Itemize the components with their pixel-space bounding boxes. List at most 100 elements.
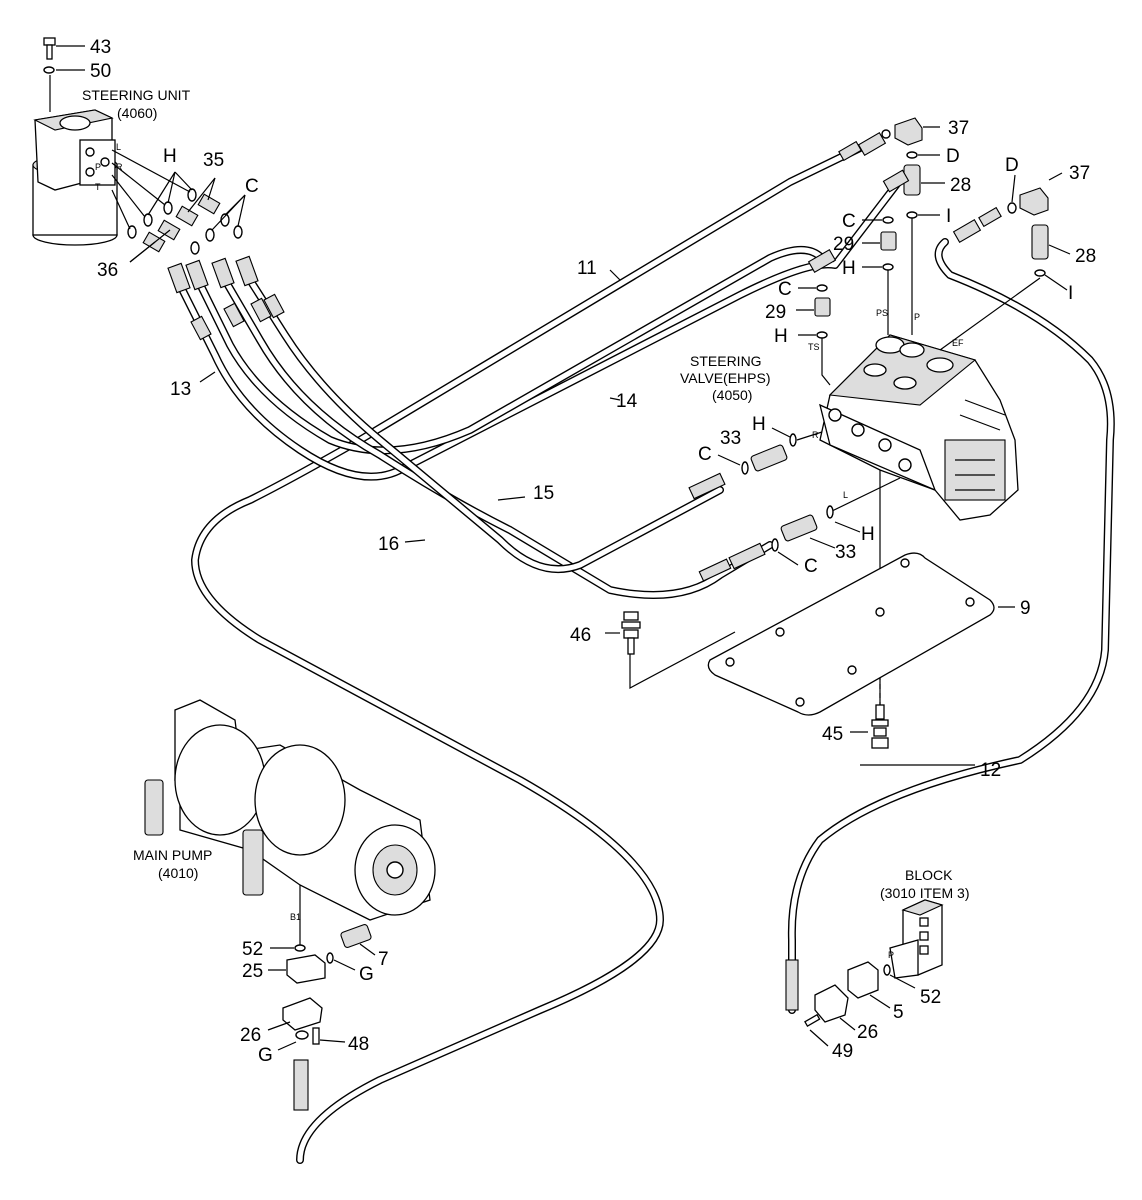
bolt-48 — [312, 1027, 346, 1045]
callout-11: 11 — [577, 258, 597, 279]
hose-end-12-block — [785, 959, 799, 1011]
steering-valve-port-l: L — [843, 490, 848, 500]
washer-50 — [43, 66, 55, 74]
oring-52-a — [294, 944, 306, 952]
oring-h-c — [789, 433, 797, 447]
callout-g-b: G — [258, 1045, 273, 1066]
oring-c-c — [741, 461, 749, 475]
block-code: (3010 ITEM 3) — [880, 885, 969, 901]
elbow-37-a — [881, 117, 940, 146]
callout-43: 43 — [90, 37, 111, 58]
callout-c-steering: C — [245, 176, 259, 197]
callout-16: 16 — [378, 534, 399, 555]
main-pump — [144, 699, 436, 945]
oring-52-b — [883, 964, 891, 976]
elbow-37-b — [1019, 172, 1063, 216]
callout-37-a: 37 — [948, 118, 969, 139]
steering-unit-port-l: L — [116, 142, 121, 152]
steering-unit-port-p: P — [95, 162, 101, 172]
steering-unit — [32, 75, 118, 246]
block-3010 — [889, 899, 944, 979]
oring-i-a — [906, 211, 918, 219]
steering-valve-port-ps: PS — [876, 308, 888, 318]
leader-46 — [629, 631, 736, 689]
callout-25: 25 — [242, 961, 263, 982]
callout-i-a: I — [946, 206, 951, 227]
callout-49: 49 — [832, 1041, 853, 1062]
callout-9: 9 — [1020, 598, 1031, 619]
oring-h-b — [816, 331, 828, 339]
callout-h-c: H — [752, 414, 766, 435]
oring-d-b — [1007, 202, 1017, 214]
steering-valve-title-1: STEERING — [690, 353, 762, 369]
hose-end-fittings-top — [807, 132, 1002, 273]
callout-35: 35 — [203, 150, 224, 171]
main-pump-code: (4010) — [158, 865, 198, 881]
oring-h-a — [882, 263, 894, 271]
callout-h-steering: H — [163, 146, 177, 167]
block-5 — [847, 961, 891, 1009]
callout-c-a: C — [842, 211, 856, 232]
callout-d-b: D — [1005, 155, 1019, 176]
oring-d-a — [906, 151, 918, 159]
oring-g-a — [326, 952, 334, 964]
oring-c-b — [816, 284, 828, 292]
bolt-43 — [43, 37, 85, 60]
main-pump-port-b1: B1 — [290, 912, 301, 922]
hose-sleeves-upper — [167, 255, 285, 341]
callout-5: 5 — [893, 1002, 904, 1023]
steering-valve-port-ts: TS — [808, 342, 820, 352]
hose-11 — [191, 144, 864, 1164]
hose-sleeve-16 — [698, 558, 732, 582]
oring-c-a — [882, 216, 894, 224]
steering-valve — [819, 334, 1019, 521]
plug-7 — [340, 923, 376, 956]
steering-valve-port-ef: EF — [952, 338, 964, 348]
callout-37-b: 37 — [1069, 163, 1090, 184]
flange-26-a — [267, 997, 323, 1031]
callout-26-b: 26 — [857, 1022, 878, 1043]
adapter-29-a — [862, 231, 897, 251]
callout-52-a: 52 — [242, 939, 263, 960]
callout-29-b: 29 — [765, 302, 786, 323]
callouts: 43 50 H 35 C 36 11 13 14 15 16 37 D 28 C… — [90, 37, 1096, 1066]
callout-h-d: H — [861, 524, 875, 545]
callout-36: 36 — [97, 260, 118, 281]
adapter-28-a — [903, 164, 945, 196]
callout-h-b: H — [774, 326, 788, 347]
steering-unit-port-r: R — [116, 162, 123, 172]
bolt-45 — [850, 704, 889, 749]
callout-45: 45 — [822, 724, 843, 745]
oring-i-b — [1034, 269, 1046, 277]
block-port-p: P — [888, 950, 894, 960]
hose-end-11-pump — [293, 1059, 309, 1111]
bolt-49 — [804, 1013, 829, 1047]
callout-d-a: D — [946, 146, 960, 167]
callout-48: 48 — [348, 1034, 369, 1055]
adapter-29-b — [796, 297, 831, 317]
callout-28-a: 28 — [950, 175, 971, 196]
callout-c-c: C — [698, 444, 712, 465]
callout-50: 50 — [90, 61, 111, 82]
block-title: BLOCK — [905, 867, 953, 883]
oring-c-d — [771, 538, 779, 552]
callout-12: 12 — [980, 760, 1001, 781]
callout-h-a: H — [842, 258, 856, 279]
oring-h-d — [826, 505, 834, 519]
callout-52-b: 52 — [920, 987, 941, 1008]
callout-33-b: 33 — [835, 542, 856, 563]
callout-g-a: G — [359, 964, 374, 985]
adapter-28-b — [1031, 224, 1071, 260]
hose-16 — [246, 276, 724, 574]
main-pump-title: MAIN PUMP — [133, 847, 212, 863]
callout-15: 15 — [533, 483, 554, 504]
steering-unit-port-t: T — [95, 182, 101, 192]
steering-valve-port-p: P — [914, 312, 920, 322]
steering-valve-title-2: VALVE(EHPS) — [680, 370, 771, 386]
hose-end-16 — [728, 542, 766, 570]
bolt-46 — [605, 611, 641, 655]
callout-29-a: 29 — [833, 234, 854, 255]
oring-g-b — [295, 1030, 309, 1040]
